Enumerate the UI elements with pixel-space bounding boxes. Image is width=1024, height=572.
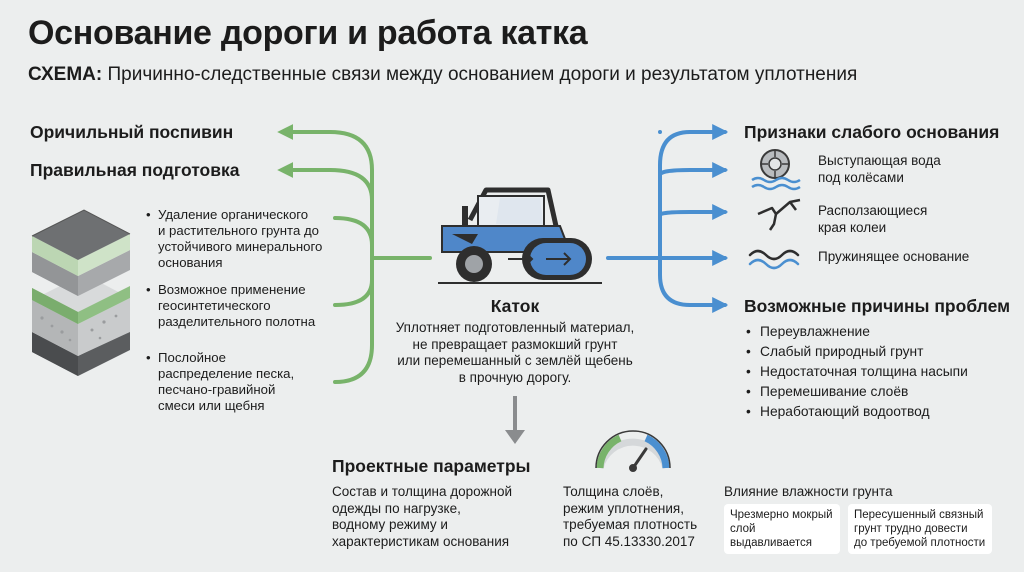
soil-layers-icon (31, 209, 131, 376)
wave-icon (748, 249, 800, 270)
down-arrow (505, 396, 525, 444)
cause-item: Переувлажнение (746, 322, 968, 342)
wheel-in-water-icon (751, 149, 801, 191)
subtitle-prefix: СХЕМА: (28, 64, 103, 85)
cause-item: Неработающий водоотвод (746, 402, 968, 422)
crack-icon (757, 198, 801, 231)
moisture-heading: Влияние влажности грунта (724, 484, 893, 499)
subtitle-text: Причинно-следственные связи между основа… (107, 64, 858, 85)
causes-list: Переувлажнение Слабый природный грунт Не… (746, 322, 968, 422)
blue-connectors (606, 124, 729, 313)
green-connectors (277, 124, 432, 384)
roller-heading: Каток (490, 296, 540, 316)
page-subtitle: СХЕМА: Причинно-следственные связи между… (28, 64, 857, 86)
roller-caption: Уплотняет подготовленный материал,не пре… (395, 320, 635, 385)
left-heading-2: Правильная подготовка (30, 160, 240, 180)
left-bullet-2: Возможное применениегеосинтетическогораз… (146, 282, 348, 330)
sign-3: Пружинящее основание (818, 249, 970, 264)
road-roller-icon (438, 187, 602, 284)
causes-heading: Возможные причины проблем (744, 296, 1011, 316)
signs-heading: Признаки слабого основания (744, 122, 1000, 142)
gauge-icon (595, 430, 671, 472)
cause-item: Слабый природный грунт (746, 342, 968, 362)
gauge-text: Толщина слоёв,режим уплотнения,требуемая… (563, 484, 698, 549)
left-heading-1: Оричильный поспивин (30, 122, 234, 142)
cause-item: Недостаточная толщина насыпи (746, 362, 968, 382)
page-title: Основание дороги и работа катка (28, 14, 588, 52)
params-heading: Проектные параметры (332, 456, 531, 476)
cause-item: Перемешивание слоёв (746, 382, 968, 402)
